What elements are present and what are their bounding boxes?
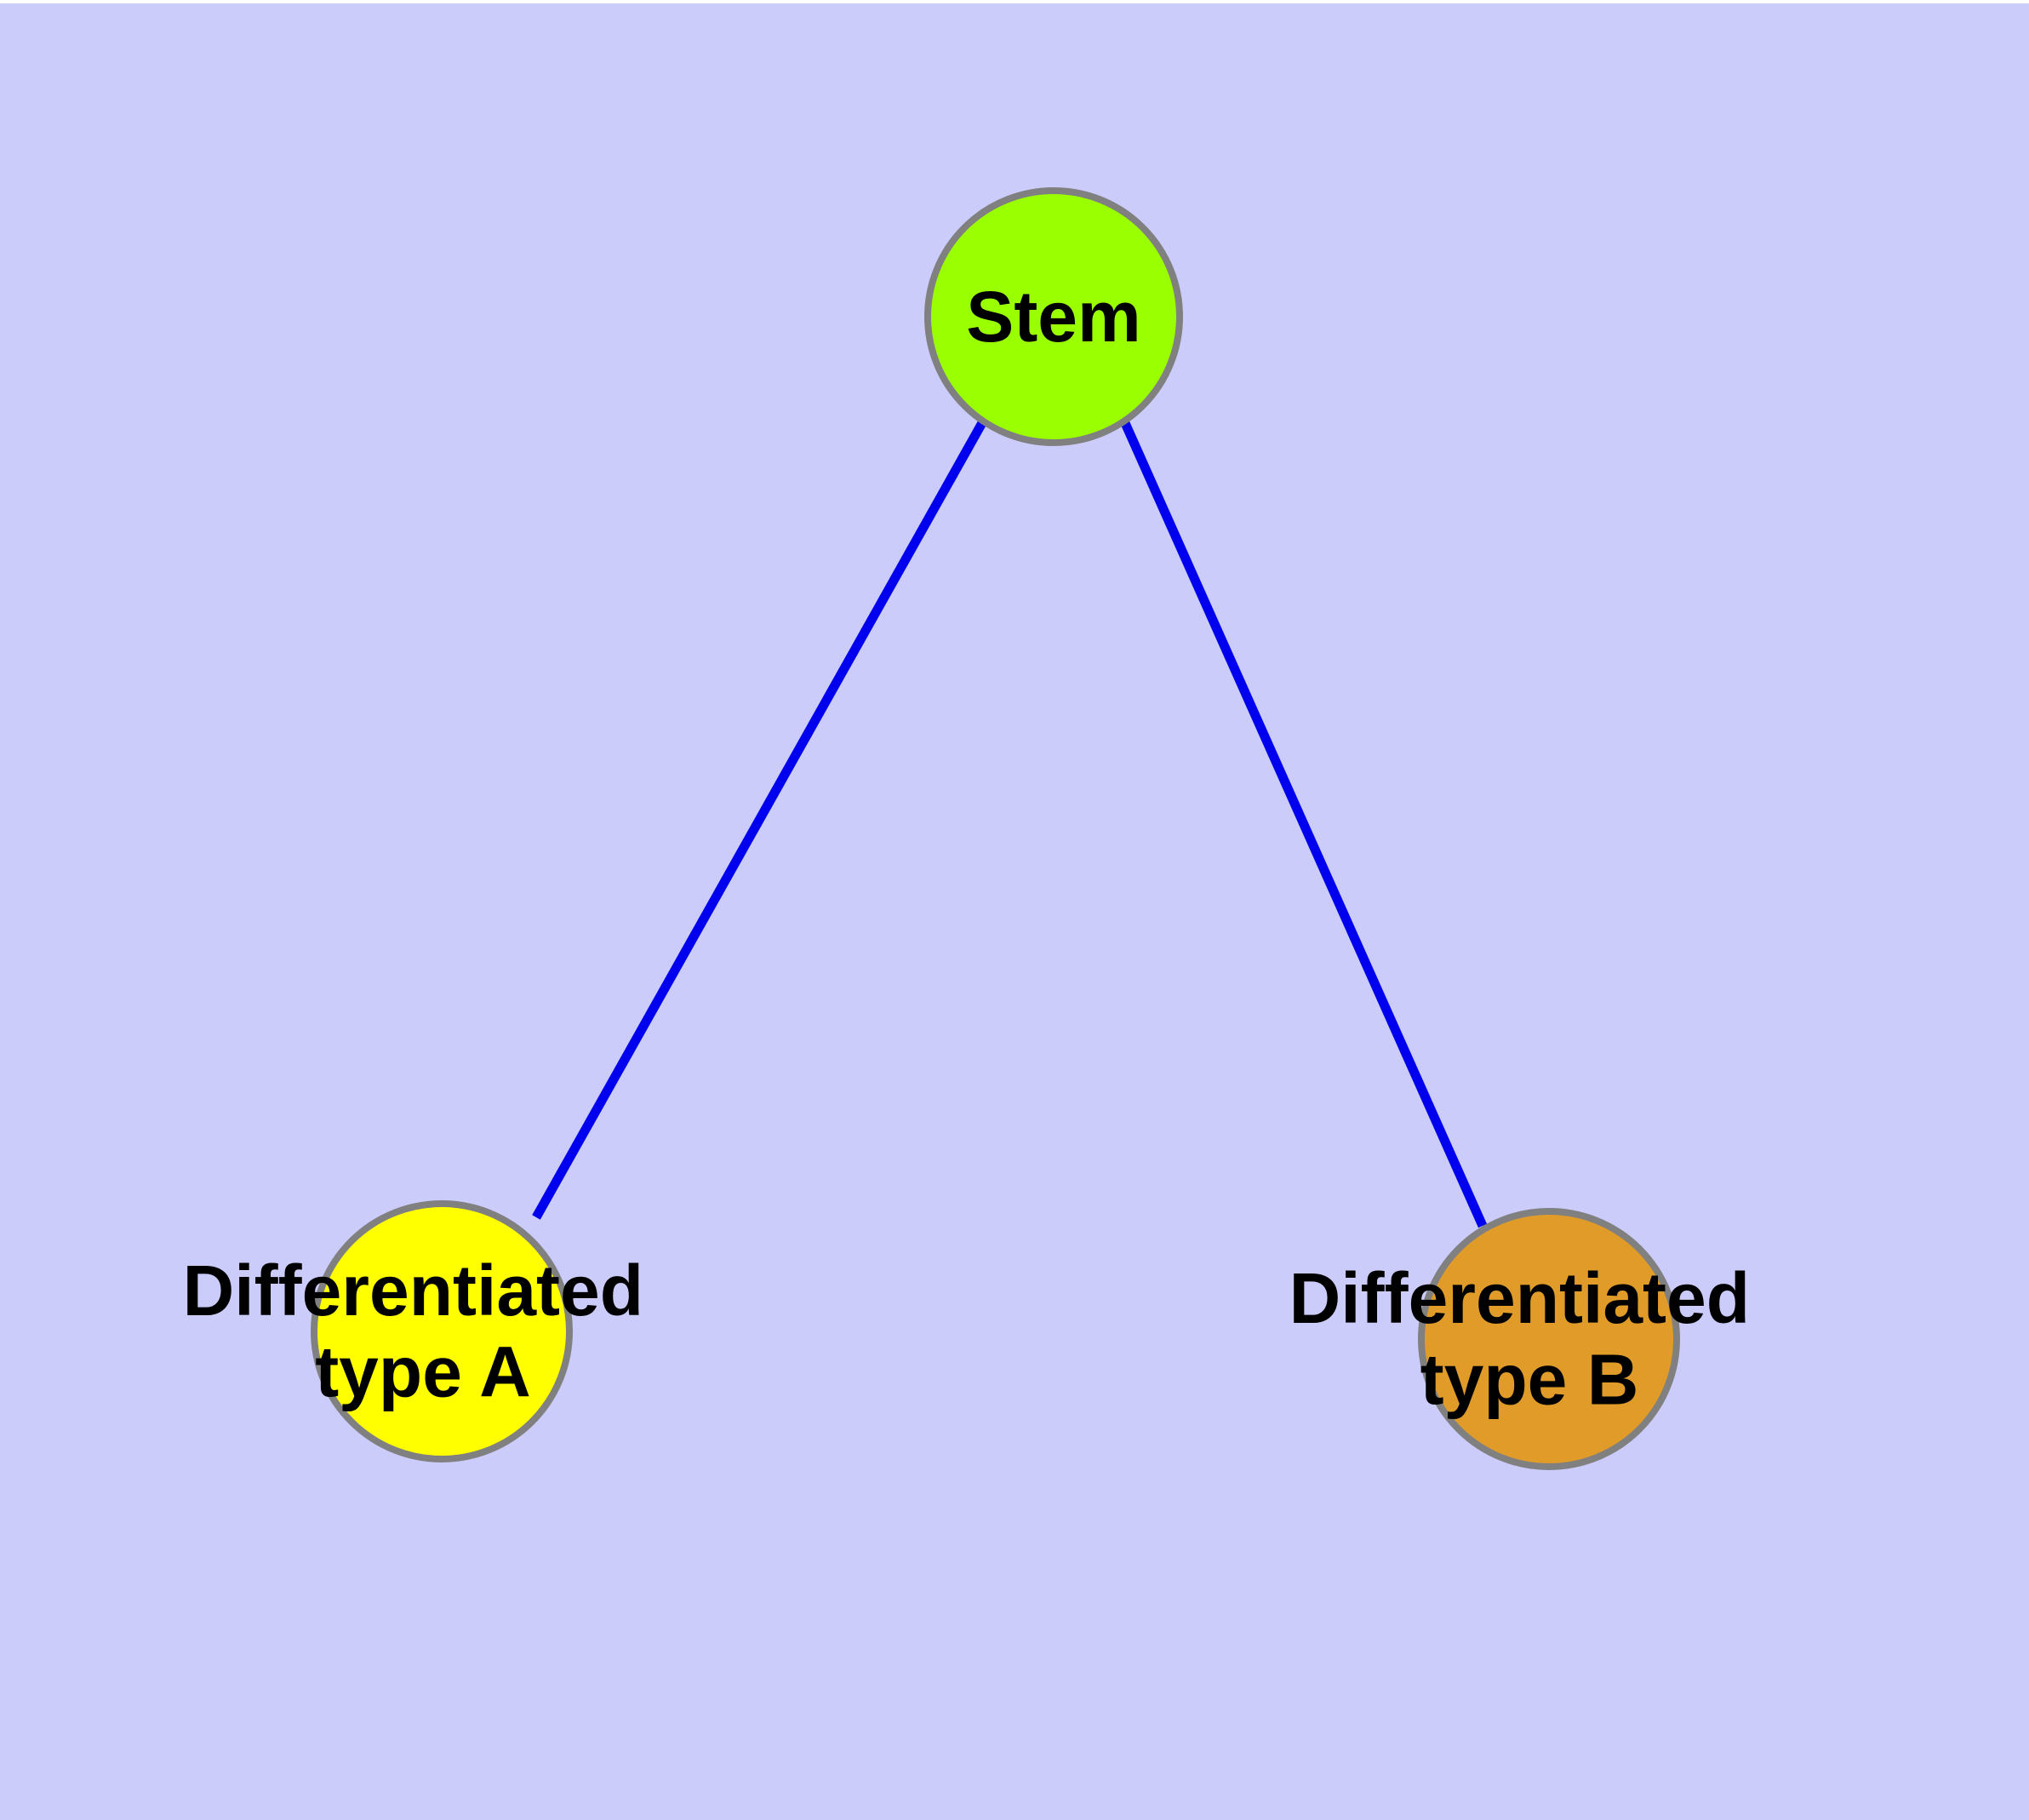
node-differentiated-type-a[interactable]: [311, 1200, 573, 1462]
node-labels-group: Stem Differentiated type A Differentiate…: [183, 277, 1770, 1420]
node-stem[interactable]: [924, 187, 1183, 446]
node-label-differentiated-type-a: Differentiated type A: [183, 1245, 664, 1412]
node-label-type-b-line2: type B: [1420, 1340, 1639, 1420]
node-label-type-a-line2: type A: [315, 1332, 531, 1412]
edge-stem-to-type-a[interactable]: [532, 419, 987, 1220]
edges-group: [532, 419, 1488, 1228]
node-label-type-a-line1: Differentiated: [183, 1251, 643, 1331]
node-label-type-b-line1: Differentiated: [1289, 1258, 1750, 1338]
nodes-group: [311, 187, 1680, 1470]
node-label-stem: Stem: [966, 277, 1140, 357]
node-label-differentiated-type-b: Differentiated type B: [1289, 1252, 1770, 1420]
edge-stem-to-type-b[interactable]: [1120, 421, 1488, 1228]
node-label-stem-line1: Stem: [966, 277, 1140, 357]
node-differentiated-type-b[interactable]: [1418, 1208, 1680, 1470]
